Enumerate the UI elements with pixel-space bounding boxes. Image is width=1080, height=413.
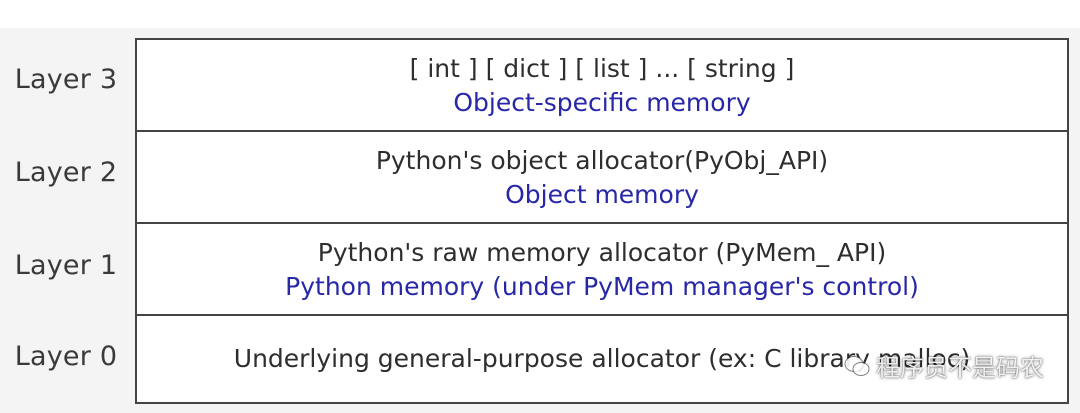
layer-3-components: [ int ] [ dict ] [ list ] ... [ string ]	[409, 54, 795, 83]
wechat-icon	[844, 355, 870, 376]
layer-1-components: Python's raw memory allocator (PyMem_ AP…	[317, 238, 887, 267]
layer-1-label: Layer 1	[14, 250, 118, 281]
watermark-text: 程序员不是码农	[876, 354, 1044, 382]
layer-0-label: Layer 0	[14, 341, 118, 372]
layer-3-row: [ int ] [ dict ] [ list ] ... [ string ]…	[137, 40, 1067, 132]
layer-1-row: Python's raw memory allocator (PyMem_ AP…	[137, 224, 1067, 316]
layer-3-description: Object-specific memory	[453, 88, 751, 117]
layer-3-label: Layer 3	[14, 64, 118, 95]
layer-2-description: Object memory	[505, 180, 699, 209]
layers-table: [ int ] [ dict ] [ list ] ... [ string ]…	[135, 38, 1069, 404]
layer-2-components: Python's object allocator(PyObj_API)	[375, 146, 829, 175]
layer-2-row: Python's object allocator(PyObj_API) Obj…	[137, 132, 1067, 224]
layer-1-description: Python memory (under PyMem manager's con…	[285, 272, 919, 301]
watermark: 程序员不是码农	[844, 348, 1044, 383]
layer-2-label: Layer 2	[14, 157, 118, 188]
